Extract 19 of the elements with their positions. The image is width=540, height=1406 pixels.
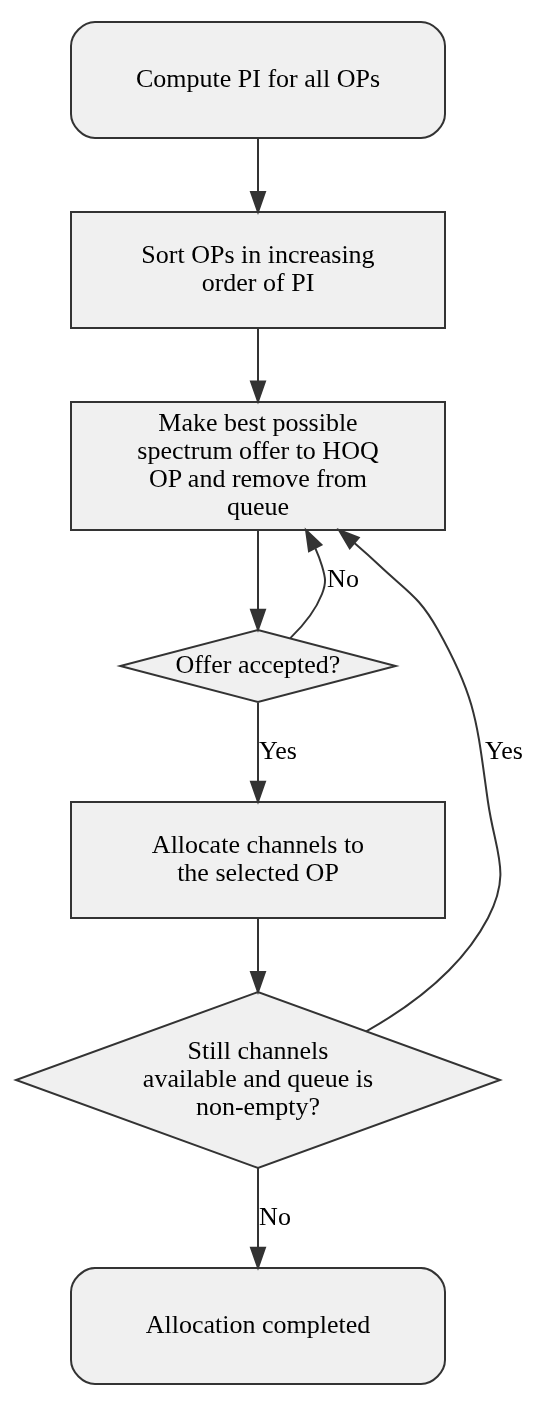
node-box: Allocate channels to the selected OP (70, 801, 446, 919)
edge-label: Yes (259, 735, 297, 765)
node-box: Compute PI for all OPs (70, 21, 446, 139)
node-box: Allocation completed (70, 1267, 446, 1385)
node-diamond: Still channels available and queue is non-empty? (13, 990, 503, 1170)
arrow (249, 1167, 267, 1271)
edge-label: Yes (485, 735, 523, 765)
arrow (336, 528, 502, 1033)
edge-label: No (327, 563, 359, 593)
arrow (289, 527, 326, 640)
node-box: Sort OPs in increasing order of PI (70, 211, 446, 329)
arrow (249, 327, 267, 405)
edge-label: No (259, 1201, 291, 1231)
arrow (249, 701, 267, 805)
arrow (249, 137, 267, 215)
arrow (249, 917, 267, 995)
arrow (249, 529, 267, 633)
node-box: Make best possible spectrum offer to HOQ OP and remove from queue (70, 401, 446, 531)
node-diamond: Offer accepted? (116, 628, 400, 704)
